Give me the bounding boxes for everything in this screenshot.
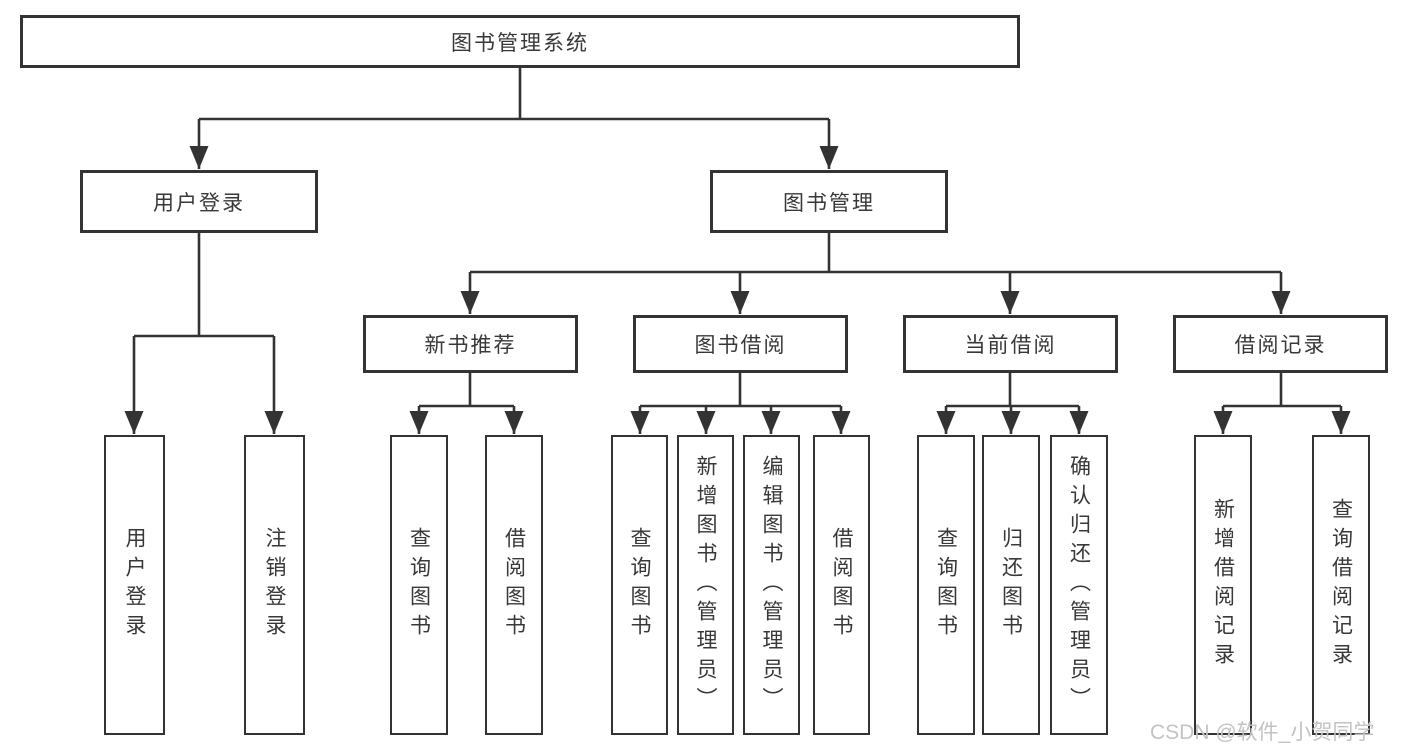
leaf-recommend-query-books: 查询图书 <box>390 435 448 735</box>
node-label: 查询图书 <box>934 527 958 643</box>
node-label: 查询借阅记录 <box>1329 498 1353 672</box>
leaf-records-add-borrow-record: 新增借阅记录 <box>1194 435 1252 735</box>
node-label: 当前借阅 <box>964 334 1057 357</box>
leaf-borrowing-edit-books-admin: 编辑图书（管理员） <box>743 435 800 735</box>
node-label: 图书借阅 <box>694 334 787 357</box>
node-book-management-branch: 图书管理 <box>710 170 948 233</box>
leaf-current-confirm-return-admin: 确认归还（管理员） <box>1050 435 1108 735</box>
node-label: 查询图书 <box>407 527 431 643</box>
node-label: 注销登录 <box>263 527 286 643</box>
node-user-login-branch: 用户登录 <box>80 170 318 233</box>
node-label: 新书推荐 <box>424 334 517 357</box>
node-book-borrowing: 图书借阅 <box>633 315 848 373</box>
leaf-logout: 注销登录 <box>244 435 305 735</box>
leaf-recommend-borrow-books: 借阅图书 <box>485 435 543 735</box>
node-label: 借阅图书 <box>830 527 853 643</box>
leaf-user-login: 用户登录 <box>104 435 165 735</box>
node-label: 图书管理系统 <box>451 31 589 55</box>
node-label: 新增借阅记录 <box>1211 498 1235 672</box>
node-label: 用户登录 <box>123 527 146 643</box>
node-label: 新增图书（管理员） <box>694 454 717 716</box>
node-label: 用户登录 <box>153 191 245 215</box>
node-label: 确认归还（管理员） <box>1067 454 1091 716</box>
leaf-borrowing-add-books-admin: 新增图书（管理员） <box>677 435 734 735</box>
node-borrowing-records: 借阅记录 <box>1173 315 1388 373</box>
leaf-borrowing-borrow-books: 借阅图书 <box>813 435 870 735</box>
node-label: 借阅记录 <box>1234 334 1327 357</box>
node-label: 借阅图书 <box>502 527 526 643</box>
leaf-records-query-borrow-record: 查询借阅记录 <box>1312 435 1370 735</box>
node-new-book-recommend: 新书推荐 <box>363 315 578 373</box>
leaf-current-return-books: 归还图书 <box>982 435 1040 735</box>
leaf-current-query-books: 查询图书 <box>917 435 975 735</box>
node-library-system-root: 图书管理系统 <box>20 15 1020 68</box>
leaf-borrowing-query-books: 查询图书 <box>611 435 668 735</box>
csdn-watermark: CSDN @软件_小贺同学 <box>1150 721 1375 744</box>
node-label: 图书管理 <box>783 191 875 215</box>
node-label: 编辑图书（管理员） <box>760 454 783 716</box>
node-label: 归还图书 <box>999 527 1023 643</box>
node-label: 查询图书 <box>628 527 651 643</box>
node-current-borrowing: 当前借阅 <box>903 315 1118 373</box>
